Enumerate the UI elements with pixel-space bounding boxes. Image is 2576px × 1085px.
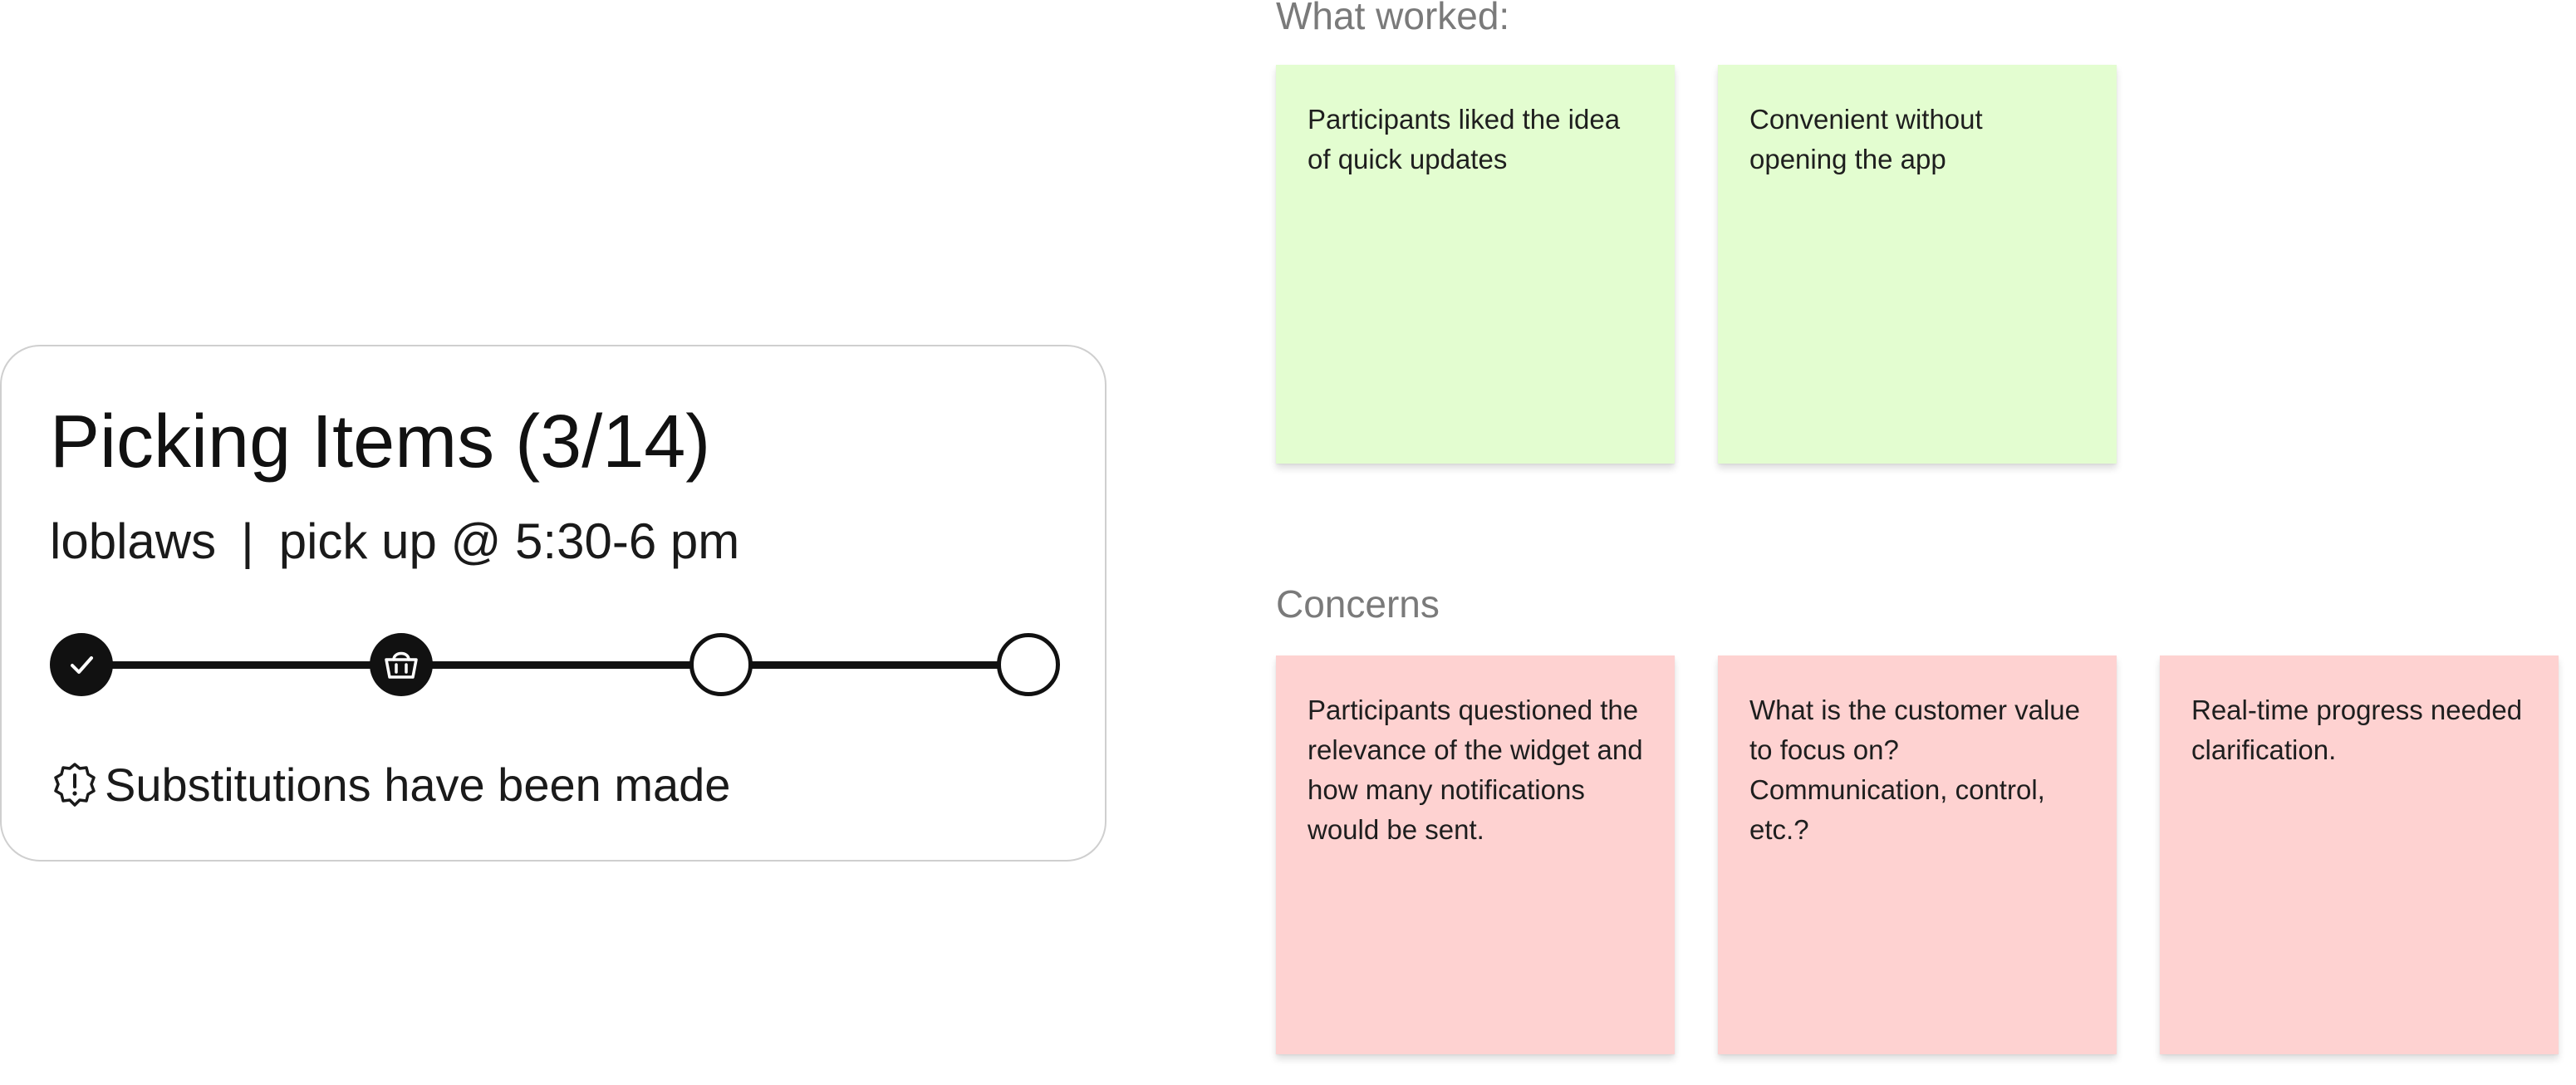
widget-subtitle: loblaws | pick up @ 5:30-6 pm	[50, 513, 739, 570]
step-pending	[997, 633, 1060, 696]
pickup-time: pick up @ 5:30-6 pm	[278, 513, 740, 569]
progress-track	[81, 661, 1028, 669]
notice-text: Substitutions have been made	[105, 759, 731, 811]
sticky-note-positive[interactable]: Convenient without opening the app	[1718, 65, 2117, 464]
order-progress-tracker	[50, 633, 1060, 696]
section-title-what-worked: What worked:	[1276, 0, 1510, 37]
sticky-note-concern[interactable]: What is the customer value to focus on? …	[1718, 655, 2117, 1054]
step-current	[370, 633, 433, 696]
widget-title: Picking Items (3/14)	[50, 400, 711, 484]
substitution-notice: Substitutions have been made	[50, 758, 730, 812]
order-status-widget[interactable]: Picking Items (3/14) loblaws | pick up @ 5…	[0, 345, 1106, 862]
sticky-note-concern[interactable]: Participants questioned the relevance of…	[1276, 655, 1675, 1054]
step-pending	[689, 633, 753, 696]
sticky-note-concern[interactable]: Real-time progress needed clarification.	[2160, 655, 2559, 1054]
section-title-concerns: Concerns	[1276, 582, 1440, 626]
alert-badge-icon	[50, 760, 100, 810]
step-complete	[50, 633, 113, 696]
checkmark-icon	[71, 656, 93, 674]
sticky-note-positive[interactable]: Participants liked the idea of quick upd…	[1276, 65, 1675, 464]
shopping-basket-icon	[385, 651, 418, 679]
subtitle-separator: |	[241, 513, 254, 569]
store-name: loblaws	[50, 513, 217, 569]
